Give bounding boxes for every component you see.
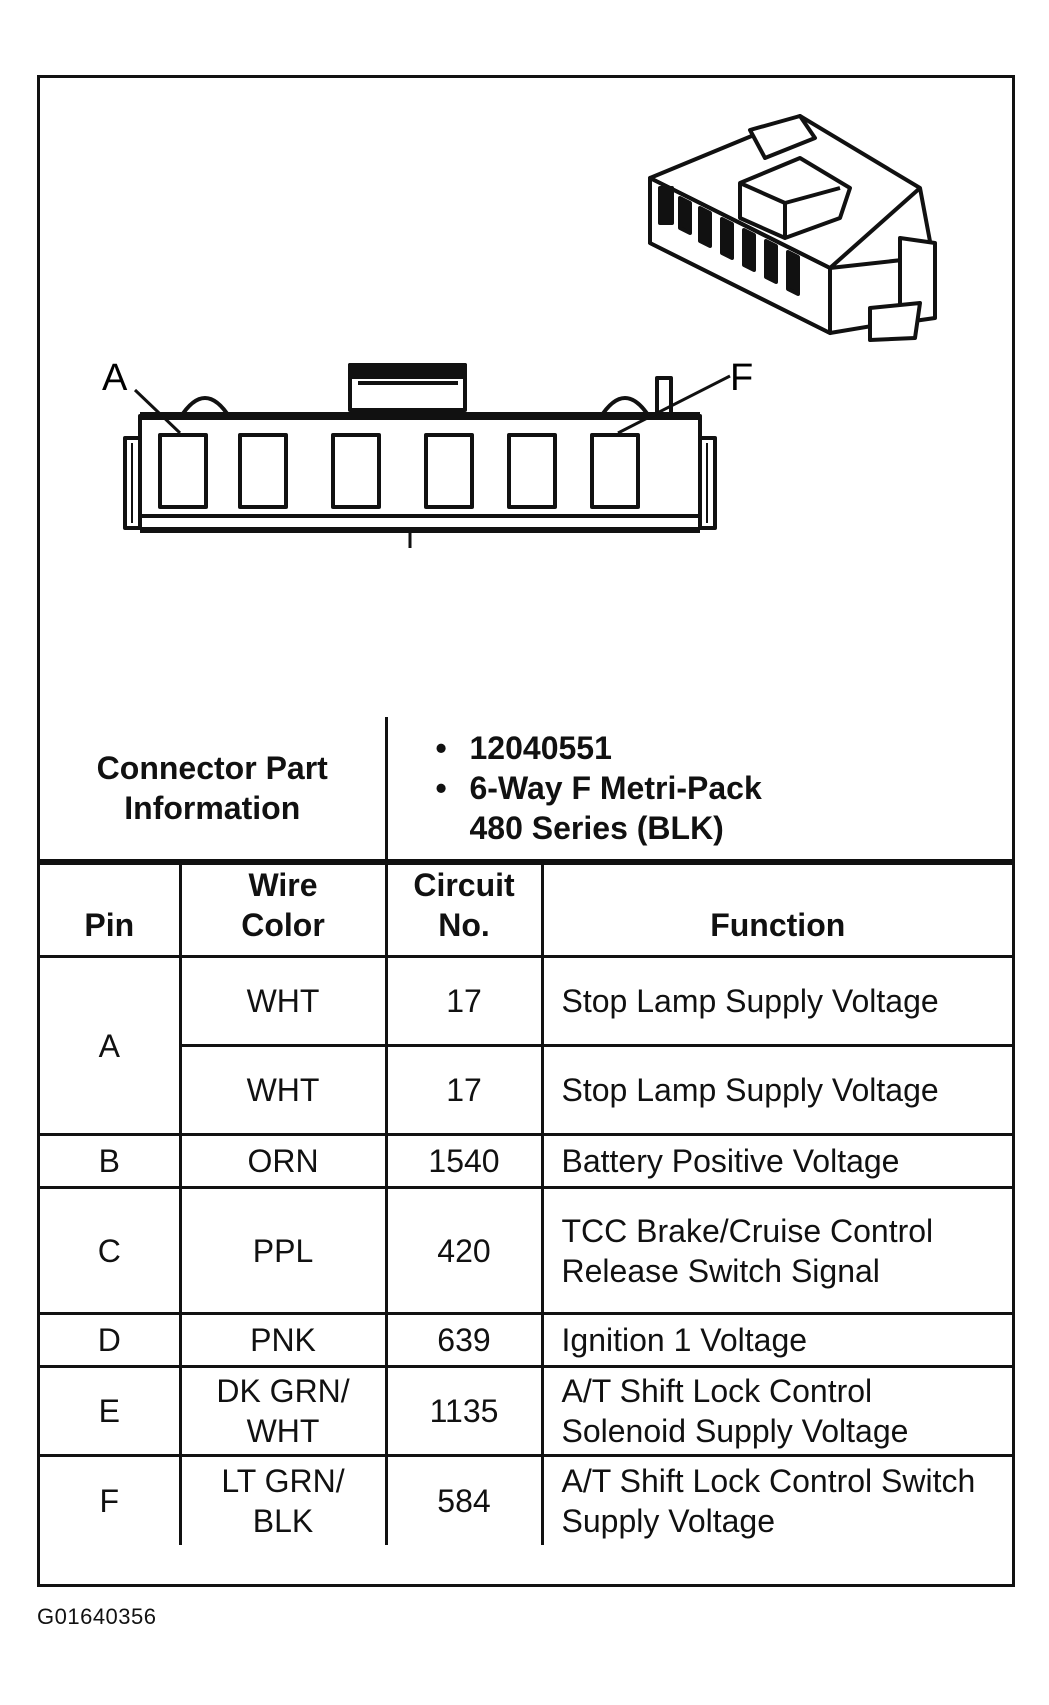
header-function: Function	[540, 862, 1012, 958]
table-row: C PPL 420 TCC Brake/Cruise Control Relea…	[40, 1186, 1012, 1315]
table-row: WHT 17 Stop Lamp Supply Voltage	[40, 1044, 1012, 1136]
function-cell: Stop Lamp Supply Voltage	[540, 955, 1012, 1047]
header-wire-color: Wire Color	[178, 862, 388, 958]
pin-f-label: F	[730, 357, 753, 399]
circuit-cell: 1540	[384, 1133, 544, 1189]
wire-color-cell: PPL	[178, 1186, 388, 1315]
function-cell: Battery Positive Voltage	[540, 1133, 1012, 1189]
wire-color-cell: WHT	[178, 955, 388, 1047]
circuit-cell: 17	[384, 955, 544, 1047]
part-series: 6-Way F Metri-Pack 480 Series (BLK)	[436, 768, 1001, 848]
function-cell: A/T Shift Lock Control Solenoid Supply V…	[540, 1365, 1012, 1457]
wire-color-cell: LT GRN/ BLK	[178, 1454, 388, 1545]
pin-cell: D	[40, 1312, 182, 1368]
connector-part-label: Connector Part Information	[40, 717, 388, 862]
function-cell: TCC Brake/Cruise Control Release Switch …	[540, 1186, 1012, 1315]
table-row: A WHT 17 Stop Lamp Supply Voltage	[40, 955, 1012, 1136]
table-row: F LT GRN/ BLK 584 A/T Shift Lock Control…	[40, 1454, 1012, 1545]
circuit-cell: 420	[384, 1186, 544, 1315]
circuit-cell: 1135	[384, 1365, 544, 1457]
wire-color-cell: ORN	[178, 1133, 388, 1189]
wire-color-cell: DK GRN/ WHT	[178, 1365, 388, 1457]
connector-diagram: A F	[40, 78, 1012, 717]
header-pin: Pin	[40, 862, 182, 958]
connector-part-info: 12040551 6-Way F Metri-Pack 480 Series (…	[384, 717, 1012, 862]
function-cell: Ignition 1 Voltage	[540, 1312, 1012, 1368]
connector-part-table: Connector Part Information 12040551 6-Wa…	[40, 717, 1012, 862]
part-number: 12040551	[436, 728, 1001, 768]
connector-3d-icon	[648, 114, 937, 342]
wire-color-cell: WHT	[180, 1044, 388, 1136]
function-cell: A/T Shift Lock Control Switch Supply Vol…	[540, 1454, 1012, 1545]
table-row: B ORN 1540 Battery Positive Voltage	[40, 1133, 1012, 1189]
circuit-cell: 17	[384, 1044, 544, 1136]
pin-cell: E	[40, 1365, 182, 1457]
header-circuit: Circuit No.	[384, 862, 544, 958]
figure-caption: G01640356	[37, 1604, 157, 1629]
table-row: D PNK 639 Ignition 1 Voltage	[40, 1312, 1012, 1368]
figure-frame: A F Connector Part Information 12040551 …	[37, 75, 1015, 1587]
circuit-cell: 584	[384, 1454, 544, 1545]
pin-cell: A	[40, 955, 182, 1136]
pin-a-label: A	[102, 357, 128, 399]
pin-cell: C	[40, 1186, 182, 1315]
function-cell: Stop Lamp Supply Voltage	[540, 1044, 1012, 1136]
connector-front-view	[123, 363, 731, 548]
pin-table: Pin Wire Color Circuit No. Function A WH…	[40, 862, 1012, 1545]
wire-color-cell: PNK	[178, 1312, 388, 1368]
circuit-cell: 639	[384, 1312, 544, 1368]
pin-cell: B	[40, 1133, 182, 1189]
pin-cell: F	[40, 1454, 182, 1545]
table-row: E DK GRN/ WHT 1135 A/T Shift Lock Contro…	[40, 1365, 1012, 1457]
